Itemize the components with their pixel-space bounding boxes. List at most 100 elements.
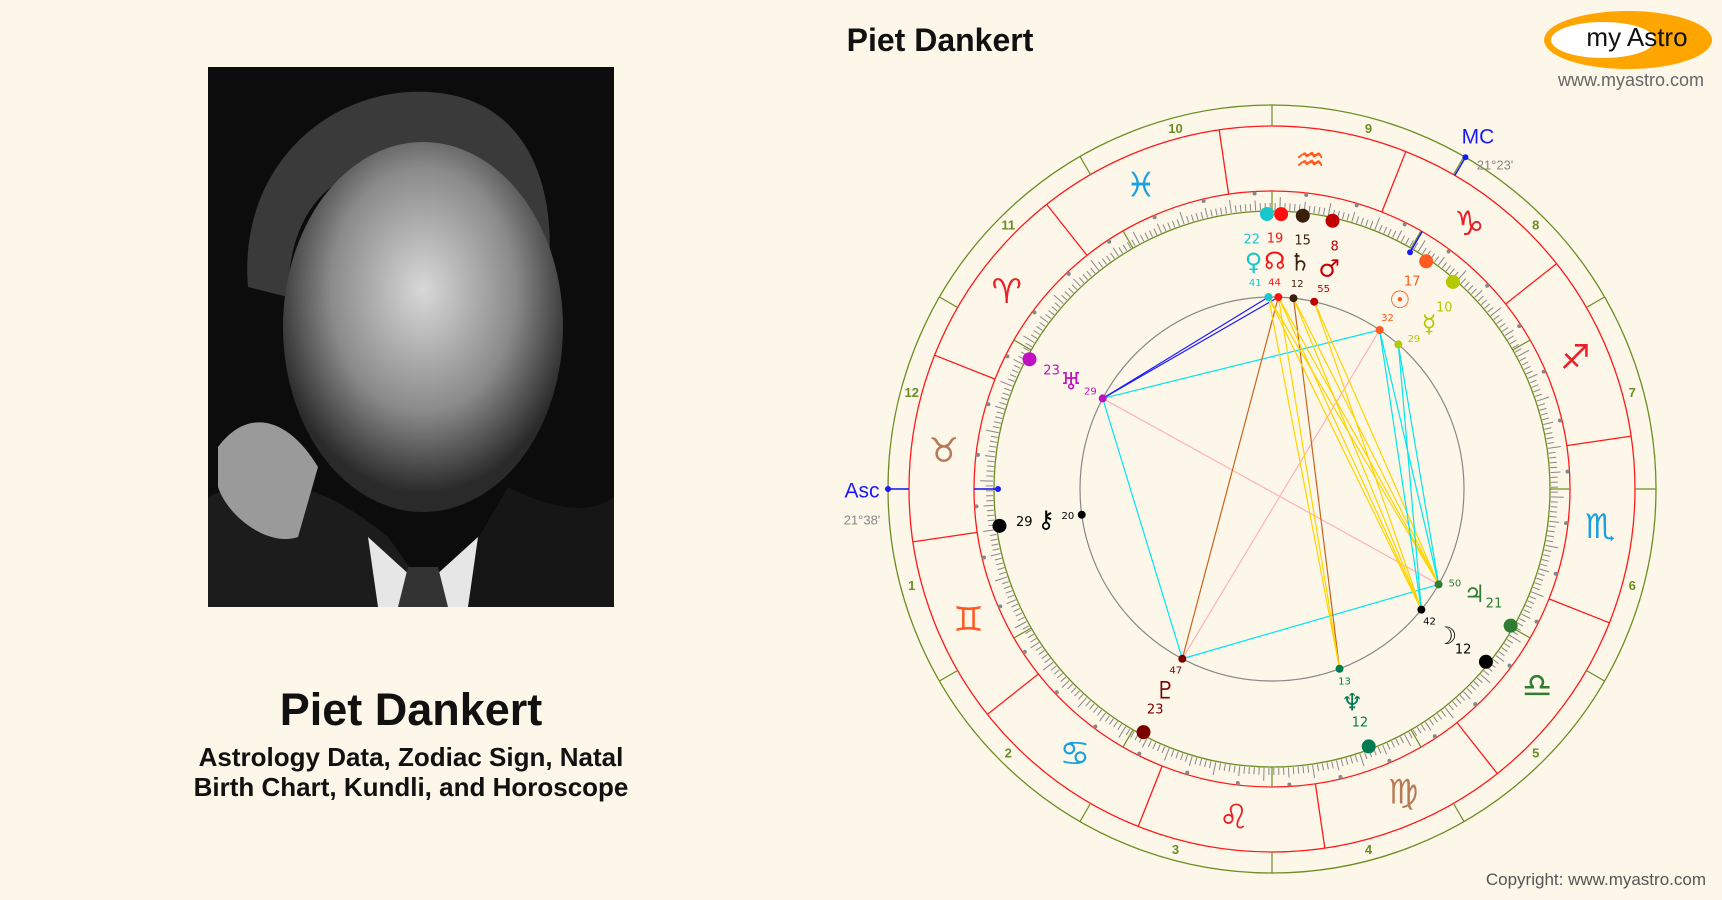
degree-marker <box>1541 369 1546 374</box>
degree-tick <box>1550 471 1561 474</box>
mc-outer-dot <box>1462 154 1469 161</box>
degree-tick <box>1204 207 1208 218</box>
degree-marker <box>1032 310 1037 315</box>
degree-tick <box>1234 205 1237 213</box>
degree-tick <box>1386 742 1391 750</box>
venus-position-dot <box>1259 207 1274 222</box>
degree-marker <box>1507 663 1512 668</box>
degree-tick <box>996 562 1004 566</box>
degree-tick <box>1078 277 1085 284</box>
degree-tick <box>1521 613 1531 619</box>
degree-tick <box>1484 303 1491 309</box>
degree-tick <box>1190 214 1194 222</box>
degree-tick <box>1156 744 1161 752</box>
degree-tick <box>1523 609 1531 614</box>
degree-tick <box>1039 316 1049 323</box>
degree-tick <box>1005 590 1013 594</box>
uranus-aspect-dot <box>1098 394 1107 403</box>
degree-tick <box>1504 643 1511 648</box>
degree-tick <box>1501 647 1508 652</box>
degree-tick <box>1536 396 1550 402</box>
copyright: Copyright: www.myastro.com <box>1485 870 1706 889</box>
degree-tick <box>992 425 1000 429</box>
degree-tick <box>1122 244 1128 252</box>
mercury-icon: ☿ <box>1422 310 1437 338</box>
degree-tick <box>1050 665 1057 671</box>
degree-tick <box>1539 568 1550 573</box>
degree-tick <box>1099 712 1106 722</box>
site-url[interactable]: www.myastro.com <box>1557 70 1704 90</box>
mars-icon: ♂ <box>1318 254 1340 282</box>
aspect-line-uranus-pluto <box>1102 398 1183 659</box>
degree-tick <box>1416 726 1422 734</box>
aspect-line-mercury-moon <box>1397 344 1422 610</box>
degree-tick <box>1441 262 1448 269</box>
degree-tick <box>1249 203 1252 211</box>
degree-tick <box>1149 230 1153 238</box>
degree-tick <box>1013 364 1021 369</box>
house-cusp-inner-line <box>1122 729 1134 748</box>
degree-tick <box>1130 731 1135 738</box>
chiron-degree: 29 <box>1016 515 1033 530</box>
sign-boundary-line <box>1218 129 1230 195</box>
degree-tick <box>1356 216 1360 224</box>
degree-tick <box>1471 288 1477 295</box>
degree-tick <box>1104 715 1110 722</box>
house-cusp-line <box>1586 296 1605 309</box>
myastro-logo[interactable]: my Astro <box>1543 10 1713 70</box>
degree-tick <box>1539 407 1547 411</box>
degree-tick <box>1045 313 1052 320</box>
degree-tick <box>1422 247 1427 255</box>
house-cusp-inner-line <box>1122 230 1134 249</box>
degree-tick <box>1212 762 1217 776</box>
degree-tick <box>1547 441 1555 445</box>
degree-marker <box>1446 249 1451 254</box>
degree-tick <box>1014 621 1027 629</box>
degree-tick <box>990 553 1001 557</box>
degree-tick <box>1254 200 1257 211</box>
degree-tick <box>1015 612 1023 617</box>
degree-tick <box>1312 764 1315 778</box>
venus-minute: 41 <box>1249 278 1262 289</box>
degree-tick <box>1180 753 1184 761</box>
degree-tick <box>1112 247 1119 257</box>
degree-tick <box>1549 461 1557 464</box>
degree-tick <box>1024 629 1032 635</box>
pluto-aspect-dot <box>1178 654 1187 663</box>
degree-tick <box>1000 380 1013 387</box>
degree-tick <box>1229 200 1232 214</box>
degree-tick <box>1153 228 1158 236</box>
degree-tick <box>1529 379 1537 384</box>
neptune-aspect-dot <box>1335 664 1344 673</box>
degree-tick <box>1204 760 1207 768</box>
degree-tick <box>1090 259 1100 271</box>
degree-tick <box>1316 764 1320 772</box>
degree-tick <box>1044 657 1051 663</box>
degree-tick <box>1345 757 1349 765</box>
degree-tick <box>990 435 998 439</box>
degree-tick <box>1161 746 1166 754</box>
degree-tick <box>1118 247 1124 254</box>
house-number-8: 8 <box>1532 218 1539 233</box>
aspect-line-north-node-jupiter <box>1277 296 1440 585</box>
north-node-icon: ☊ <box>1264 247 1285 275</box>
house-number-4: 4 <box>1365 842 1373 857</box>
degree-tick <box>1033 330 1040 335</box>
aspect-circle <box>1079 296 1465 682</box>
house-cusp-inner-line <box>1013 339 1032 351</box>
degree-tick <box>1131 239 1136 247</box>
degree-tick <box>1294 203 1296 211</box>
degree-tick <box>1287 767 1290 778</box>
degree-tick <box>1167 222 1171 230</box>
degree-tick <box>1142 738 1148 748</box>
degree-tick <box>1318 206 1321 215</box>
degree-tick <box>1048 310 1055 316</box>
aspect-line-uranus-jupiter <box>1102 397 1439 585</box>
degree-tick <box>1074 690 1080 697</box>
mars-degree: 8 <box>1330 239 1338 254</box>
degree-tick <box>1504 329 1514 336</box>
degree-tick <box>1341 212 1345 220</box>
degree-tick <box>1533 388 1541 393</box>
degree-tick <box>1152 742 1157 750</box>
degree-tick <box>1425 721 1432 731</box>
